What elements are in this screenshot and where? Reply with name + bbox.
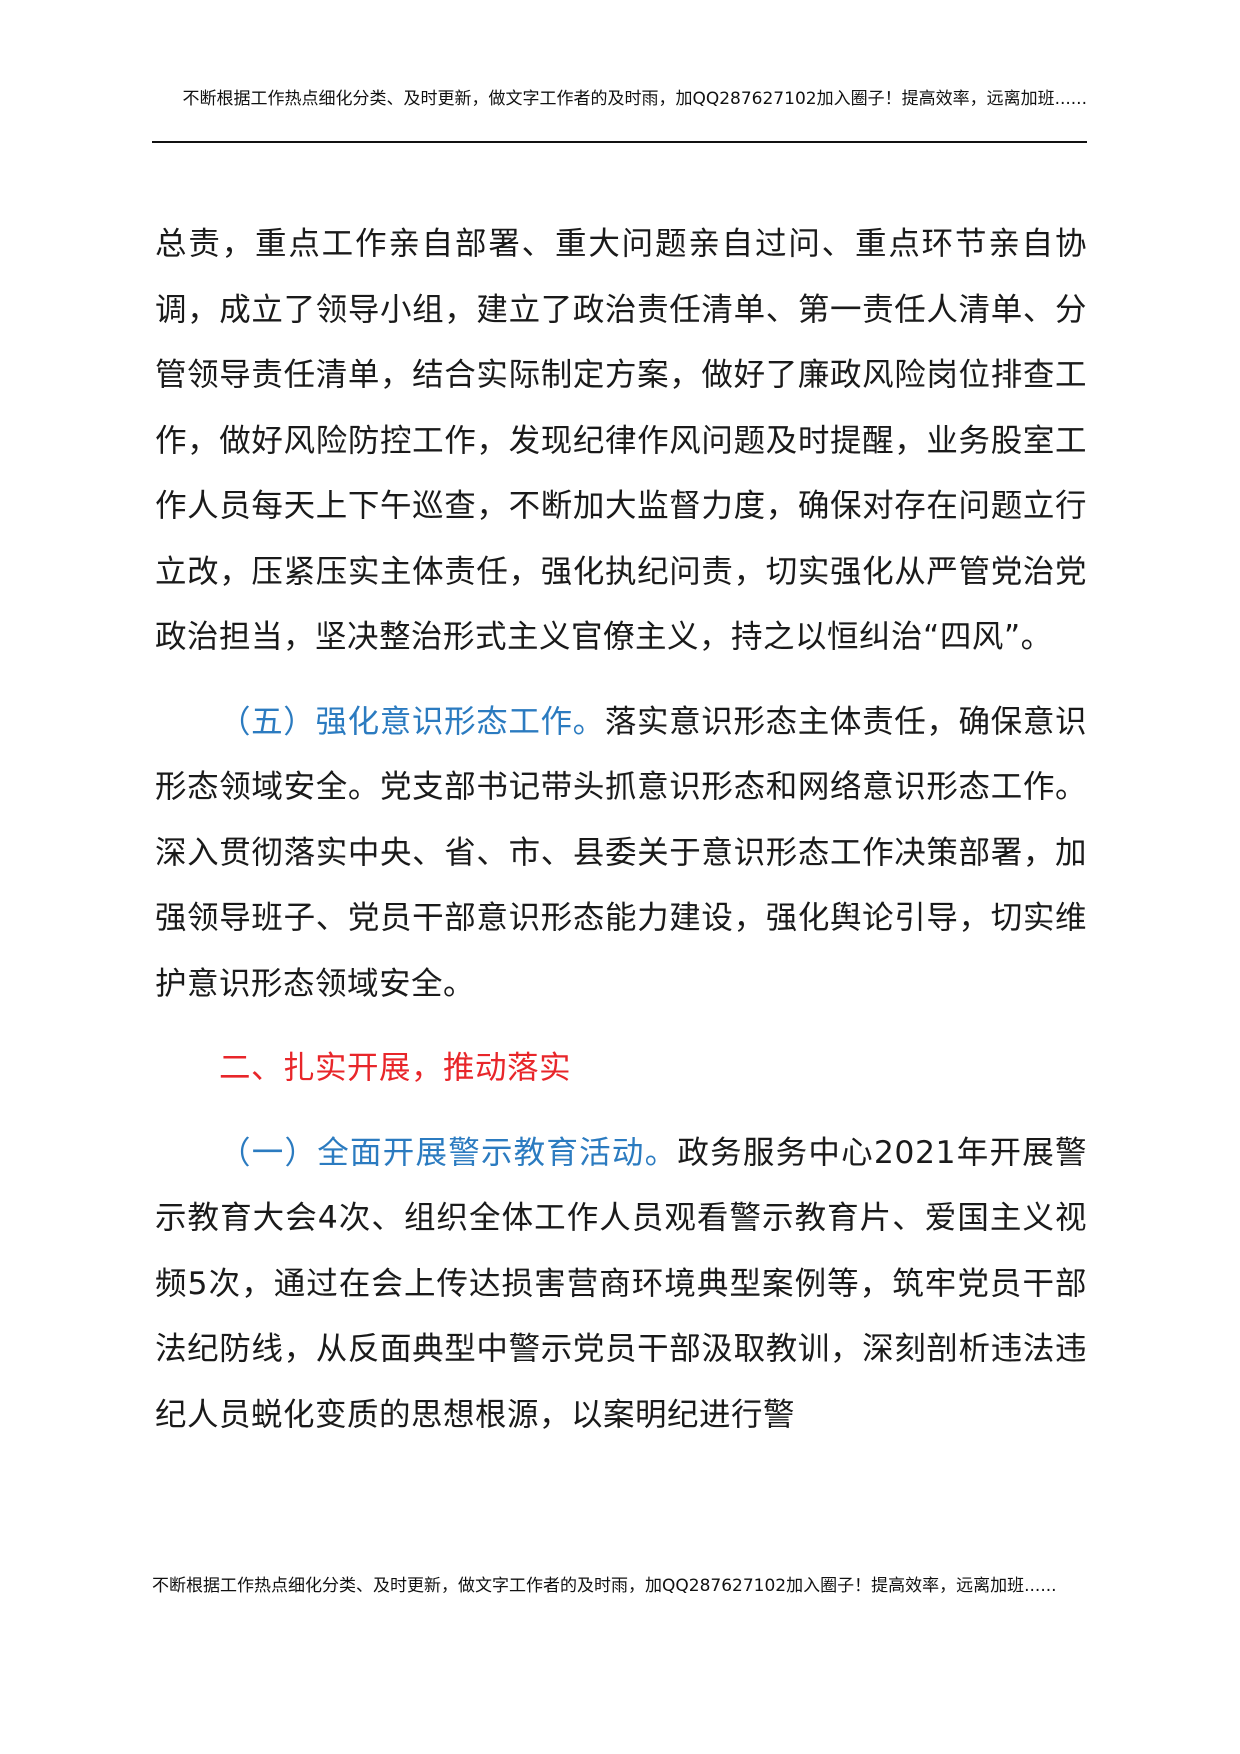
paragraph-ideology-body: 落实意识形态主体责任，确保意识形态领域安全。党支部书记带头抓意识形态和网络意识形… bbox=[155, 703, 1087, 1002]
header-divider bbox=[152, 141, 1087, 143]
page-footer: 不断根据工作热点细化分类、及时更新，做文字工作者的及时雨，加QQ28762710… bbox=[152, 1571, 1082, 1602]
document-body: 总责，重点工作亲自部署、重大问题亲自过问、重点环节亲自协调，成立了领导小组，建立… bbox=[155, 212, 1087, 1448]
subheading-ideology: （五）强化意识形态工作。 bbox=[219, 703, 605, 740]
section-heading: 二、扎实开展，推动落实 bbox=[219, 1050, 572, 1086]
paragraph-gap bbox=[155, 671, 1087, 690]
paragraph-ideology: （五）强化意识形态工作。落实意识形态主体责任，确保意识形态领域安全。党支部书记带… bbox=[155, 690, 1087, 1018]
paragraph-continued: 总责，重点工作亲自部署、重大问题亲自过问、重点环节亲自协调，成立了领导小组，建立… bbox=[155, 226, 1087, 655]
footer-text: 不断根据工作热点细化分类、及时更新，做文字工作者的及时雨，加QQ28762710… bbox=[152, 1576, 1057, 1596]
paragraph-warning-education: （一）全面开展警示教育活动。政务服务中心2021年开展警示教育大会4次、组织全体… bbox=[155, 1121, 1087, 1449]
header-text: 不断根据工作热点细化分类、及时更新，做文字工作者的及时雨，加QQ28762710… bbox=[182, 89, 1087, 109]
page-header: 不断根据工作热点细化分类、及时更新，做文字工作者的及时雨，加QQ28762710… bbox=[152, 84, 1087, 115]
subheading-warning-education: （一）全面开展警示教育活动。 bbox=[219, 1134, 678, 1171]
paragraph-warning-education-body: 政务服务中心2021年开展警示教育大会4次、组织全体工作人员观看警示教育片、爱国… bbox=[155, 1134, 1087, 1433]
paragraph-gap bbox=[155, 1017, 1087, 1036]
paragraph-gap bbox=[155, 1102, 1087, 1121]
